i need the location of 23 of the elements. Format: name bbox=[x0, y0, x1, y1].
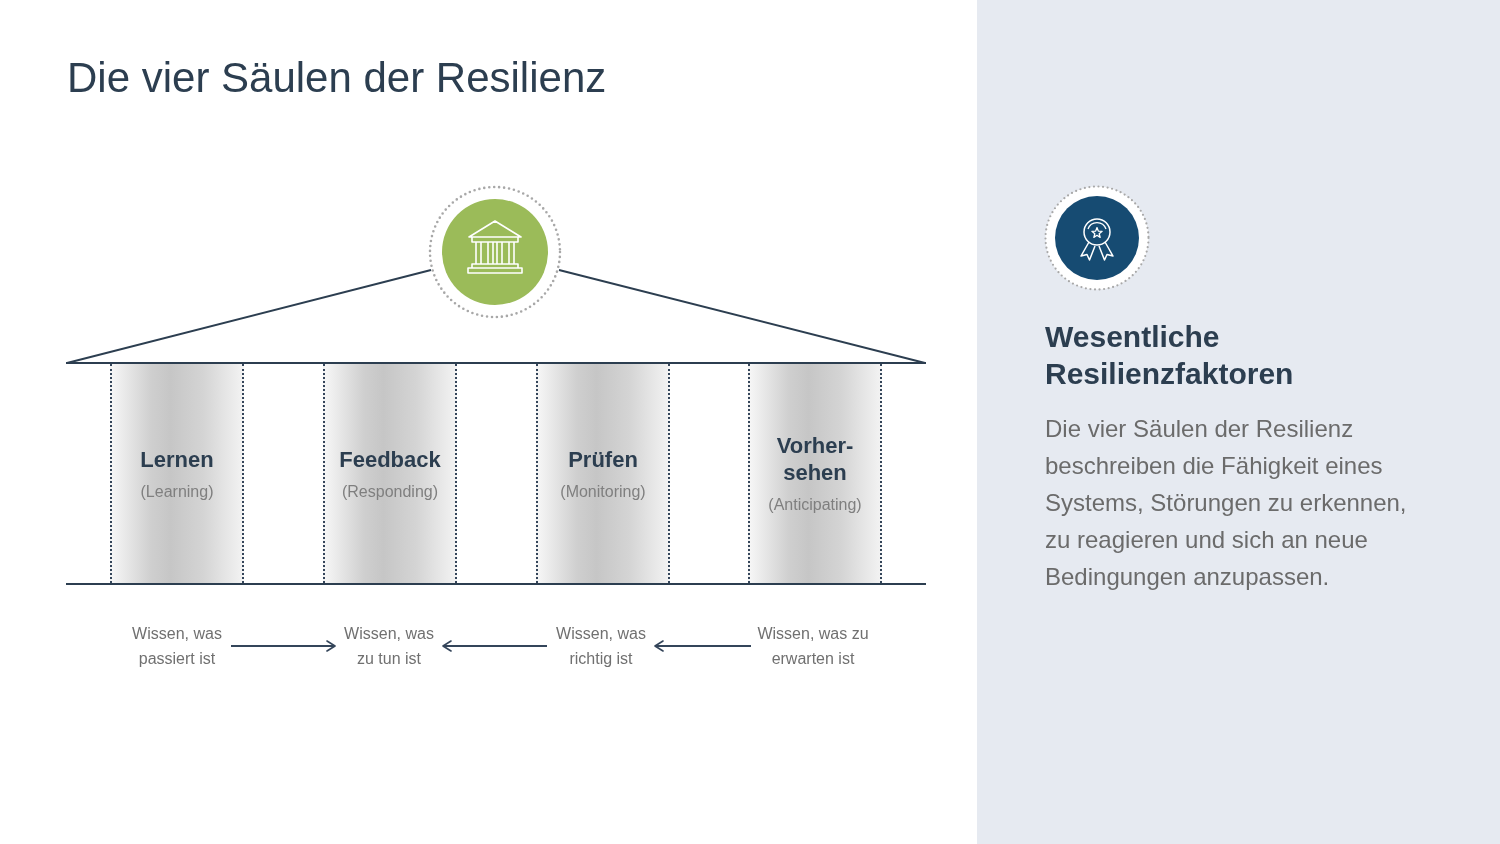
pillar-column bbox=[748, 364, 882, 583]
pillar-column bbox=[536, 364, 670, 583]
side-panel bbox=[977, 0, 1500, 844]
arrow bbox=[654, 640, 752, 652]
pillar-column bbox=[110, 364, 244, 583]
pillar-title: Feedback bbox=[339, 445, 441, 473]
pillar-column bbox=[323, 364, 457, 583]
pillar-subtitle: (Learning) bbox=[140, 481, 214, 502]
pillar-title: Vorher- sehen bbox=[775, 432, 855, 486]
panel-description: Die vier Säulen der Resilienz beschreiben die Fähigkeit eines Systems, Störungen zu erkennen, zu reagieren und sich an neue Bedingungen anzupassen. bbox=[1045, 414, 1408, 592]
slide-title: Die vier Säulen der Resilienz bbox=[67, 53, 607, 103]
pillar-title: Prüfen bbox=[568, 445, 638, 473]
description-text: Wissen, was passiert ist bbox=[123, 621, 231, 671]
pillar-subtitle: (Responding) bbox=[341, 481, 439, 502]
pillar-title: Lernen bbox=[140, 445, 214, 473]
pillar-subtitle: (Monitoring) bbox=[560, 481, 646, 502]
description-text: Wissen, was zu erwarten ist bbox=[751, 621, 875, 671]
panel-heading: Wesentliche Resilienzfaktoren bbox=[1045, 319, 1295, 392]
arrow bbox=[442, 640, 548, 652]
description-text: Wissen, was zu tun ist bbox=[335, 621, 443, 671]
description-text: Wissen, was richtig ist bbox=[547, 621, 655, 671]
pillar-subtitle: (Anticipating) bbox=[768, 495, 862, 515]
arrow bbox=[230, 640, 336, 652]
